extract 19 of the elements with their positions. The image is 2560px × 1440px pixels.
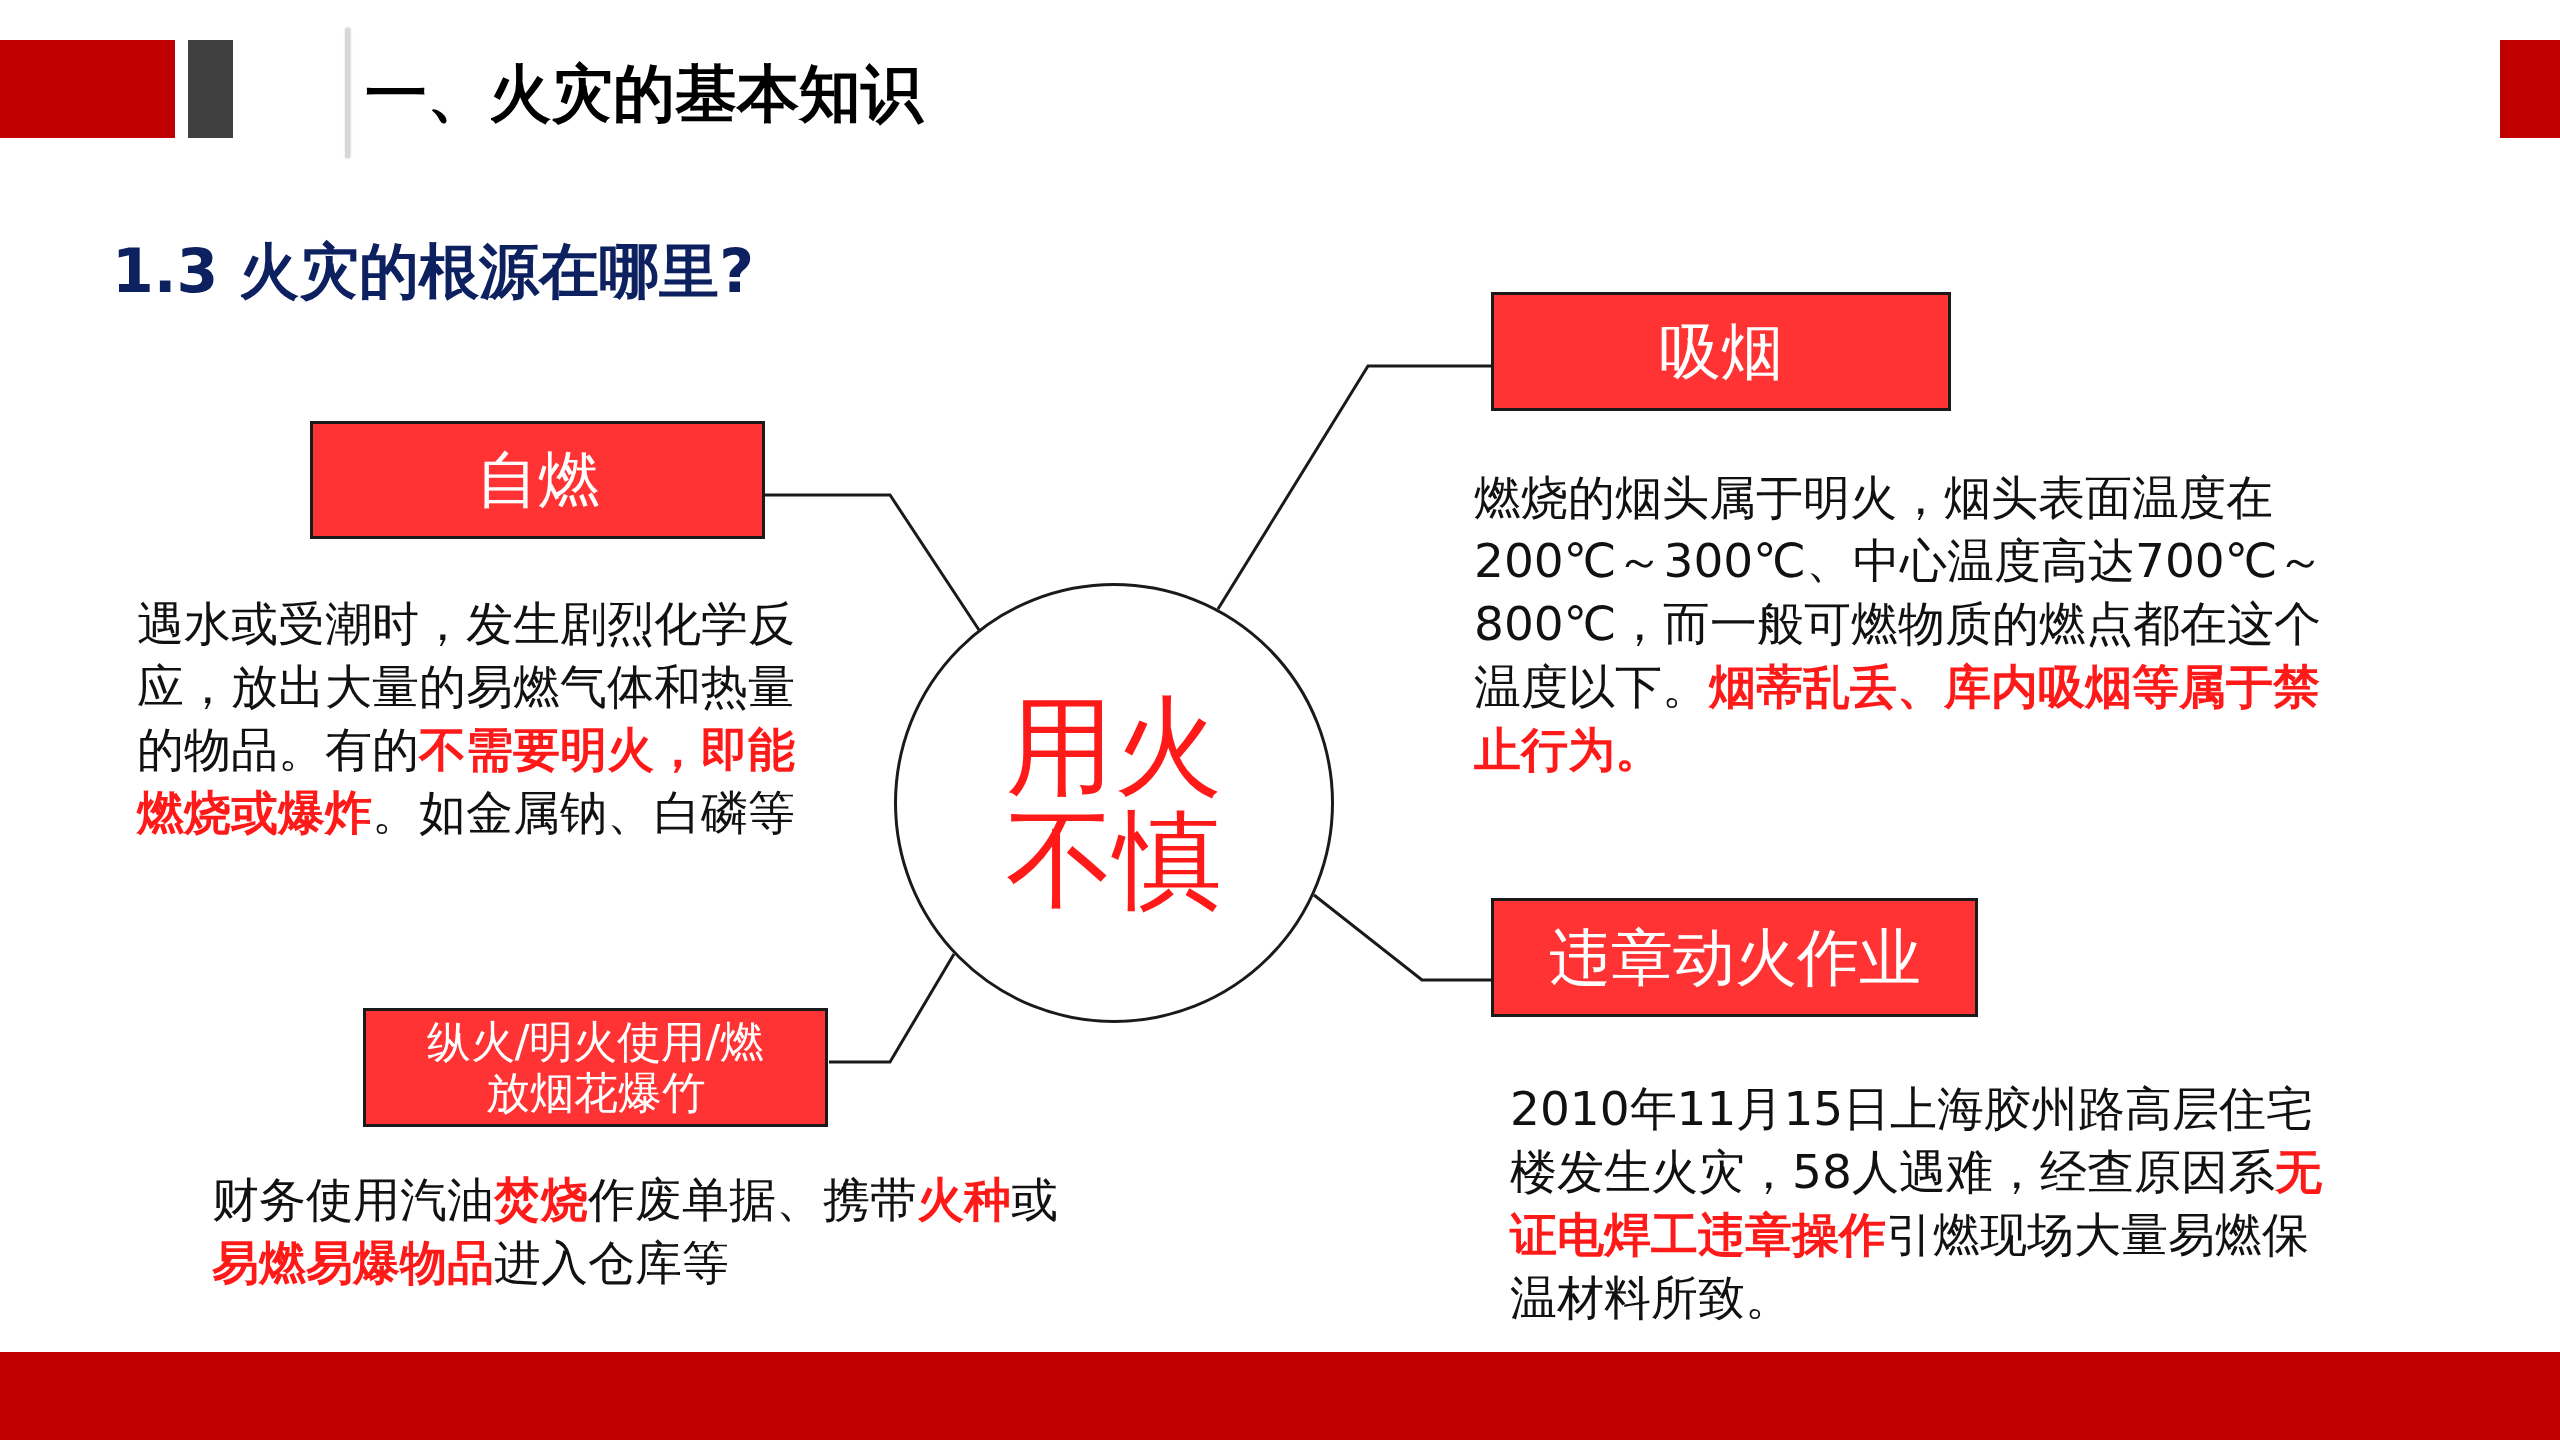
description-text: 燃烧的烟头属于明火，烟头表面温度在200℃～300℃、中心温度高达700℃～800℃，而一般可燃物质的燃点都在这个温度以下。烟蒂乱丢、库内吸烟等属于禁止行为。 [1474,469,2326,779]
description-text: 2010年11月15日上海胶州路高层住宅楼发生火灾，58人遇难，经查原因系无证电焊工违章操作引燃现场大量易燃保温材料所致。 [1510,1080,2323,1327]
description-text: 遇水或受潮时，发生剧烈化学反应，放出大量的易燃气体和热量的物品。有的不需要明火，即能燃烧或爆炸。如金属钠、白磷等 [137,595,796,842]
category-box [363,1008,828,1127]
connector-line [1216,364,1491,610]
category-label: 自燃 [474,444,601,516]
category-box [1491,898,1978,1017]
category-box [310,421,765,539]
category-label: 违章动火作业 [1547,921,1922,994]
section-heading: 1.3 火灾的根源在哪里? [112,235,754,308]
category-box [1491,292,1951,411]
description-text: 财务使用汽油焚烧作废单据、携带火种或易燃易爆物品进入仓库等 [212,1171,1059,1292]
category-label: 吸烟 [1658,315,1784,388]
connector-line [1313,893,1491,982]
connector-line [829,953,956,1064]
topic-text: 用火不慎 [1005,689,1223,917]
connector-line [765,493,981,631]
category-label: 纵火/明火使用/燃放烟花爆竹 [425,1016,766,1119]
slide-title: 一、火灾的基本知识 [365,56,923,132]
